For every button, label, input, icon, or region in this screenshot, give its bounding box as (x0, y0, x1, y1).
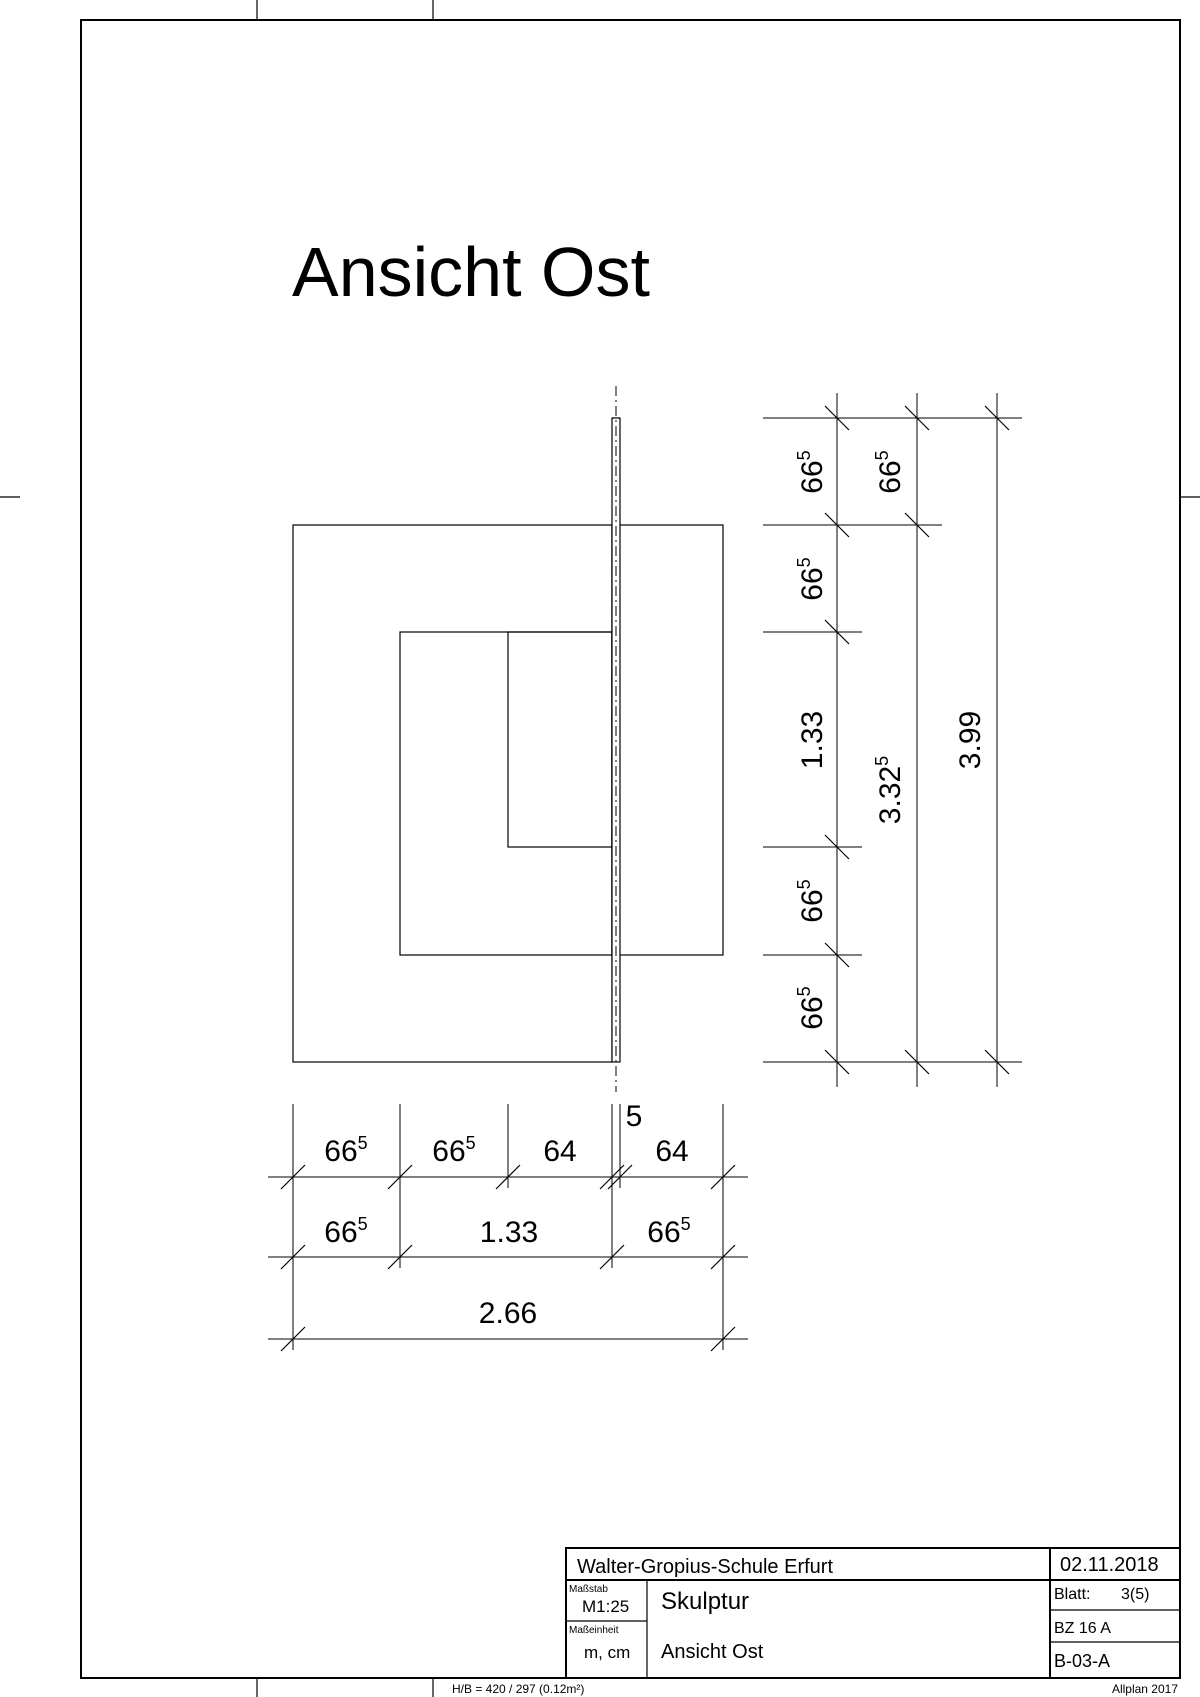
sheet-label: Blatt: (1054, 1586, 1090, 1603)
dimension-ticks (280, 1164, 736, 1190)
dimension-ticks (984, 405, 1010, 1075)
class-code: BZ 16 A (1054, 1620, 1111, 1637)
outer-frame (292, 524, 613, 1063)
dimension-label: 64 (543, 1135, 576, 1168)
dimension-label: 1.33 (480, 1216, 538, 1249)
dimension-label: 665 (324, 1133, 367, 1168)
paper-format: H/B = 420 / 297 (0.12m²) (452, 1682, 584, 1696)
scale-label: Maßstab (569, 1584, 608, 1595)
middle-frame (399, 631, 613, 956)
unit-label: Maßeinheit (569, 1625, 619, 1636)
dimension-label: 2.66 (479, 1297, 537, 1330)
scale-value: M1:25 (582, 1597, 629, 1616)
inner-frame (507, 631, 613, 848)
dimension-label: 665 (324, 1214, 367, 1249)
dimension-label-plate: 5 (626, 1100, 643, 1133)
title-block-frame (565, 1547, 1181, 1679)
dimension-ticks (280, 1326, 736, 1352)
outer-frame-right-part (611, 524, 724, 956)
dimension-label: 665 (872, 450, 907, 493)
dimension-label: 3.99 (954, 711, 987, 769)
dimension-ticks (280, 1244, 736, 1270)
dimension-label: 3.325 (872, 756, 907, 824)
dimension-label: 665 (647, 1214, 690, 1249)
sculpture-view (292, 386, 724, 1092)
dimension-label: 665 (794, 879, 829, 922)
dimension-label: 665 (794, 986, 829, 1029)
unit-value: m, cm (584, 1643, 630, 1662)
dimension-ticks (824, 405, 850, 1075)
dimension-label: 1.33 (796, 711, 829, 769)
dimension-label: 665 (432, 1133, 475, 1168)
dimension-label: 64 (655, 1135, 688, 1168)
drawing-number: B-03-A (1054, 1651, 1110, 1671)
dimension-ticks (904, 405, 930, 1075)
view-name: Ansicht Ost (661, 1641, 764, 1663)
project-name: Skulptur (661, 1588, 749, 1615)
sheet-number: 3(5) (1121, 1586, 1149, 1603)
right-dimensions: 665 665 1.33 665 665 665 3.325 3.99 (763, 393, 1022, 1087)
drawing-title: Ansicht Ost (292, 233, 650, 311)
school-name: Walter-Gropius-Schule Erfurt (577, 1556, 833, 1578)
dimension-label: 665 (794, 450, 829, 493)
drawing-date: 02.11.2018 (1060, 1554, 1159, 1576)
title-block: Walter-Gropius-Schule Erfurt 02.11.2018 … (565, 1547, 1181, 1679)
software-name: Allplan 2017 (1112, 1682, 1178, 1696)
bottom-dimensions: 665 665 64 64 5 665 1.33 665 2.66 (268, 1100, 748, 1352)
dimension-label: 665 (794, 557, 829, 600)
